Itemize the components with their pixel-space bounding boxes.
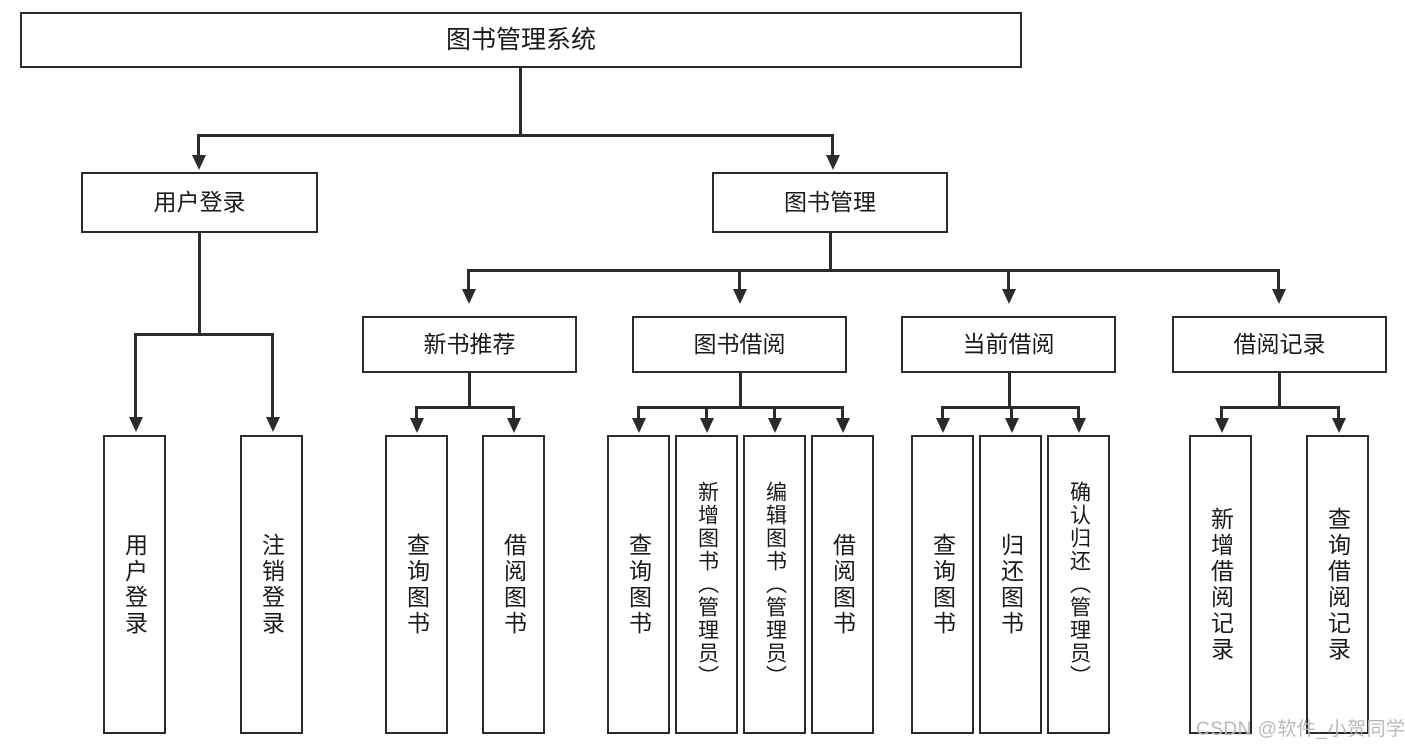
node-new-book-recommendation[interactable]: 新书推荐 <box>362 316 577 373</box>
node-label: 当前借阅 <box>962 331 1055 358</box>
node-label: 图书管理系统 <box>445 25 596 54</box>
connector-root-to-user-login <box>197 134 200 157</box>
leaf-label: 新增借阅记录 <box>1207 506 1234 663</box>
connector-borrow-record-bus <box>1220 406 1339 409</box>
leaf-book-borrow-query-books[interactable]: 查询图书 <box>607 435 670 734</box>
node-user-login[interactable]: 用户登录 <box>81 172 318 233</box>
arrowhead-br-to-leaf-1 <box>1214 418 1229 433</box>
connector-cb-to-leaf-2 <box>1010 406 1013 420</box>
connector-user-login-to-leaf-1 <box>134 333 137 419</box>
leaf-label: 注销登录 <box>258 532 285 637</box>
node-label: 新书推荐 <box>423 331 516 358</box>
connector-cb-to-leaf-1 <box>941 406 944 420</box>
arrowhead-cb-to-leaf-2 <box>1004 418 1019 433</box>
arrowhead-br-to-leaf-2 <box>1331 418 1346 433</box>
leaf-label: 新增图书（管理员） <box>695 481 719 688</box>
leaf-borrow-record-add-record[interactable]: 新增借阅记录 <box>1189 435 1252 734</box>
leaf-label: 用户登录 <box>121 532 148 637</box>
leaf-user-login-logout[interactable]: 注销登录 <box>240 435 303 734</box>
connector-bm-to-book-borrow <box>738 269 741 291</box>
leaf-book-borrow-borrow-books[interactable]: 借阅图书 <box>811 435 874 734</box>
leaf-label: 编辑图书（管理员） <box>763 481 787 688</box>
connector-user-login-to-leaf-2 <box>271 333 274 419</box>
leaf-user-login-login[interactable]: 用户登录 <box>103 435 166 734</box>
leaf-label: 借阅图书 <box>500 532 527 637</box>
leaf-label: 查询图书 <box>625 532 652 637</box>
arrowhead-bb-to-leaf-3 <box>767 418 782 433</box>
arrowhead-root-to-user-login <box>191 155 206 170</box>
arrowhead-user-login-to-leaf-1 <box>128 417 143 432</box>
leaf-current-borrow-confirm-return-admin[interactable]: 确认归还（管理员） <box>1047 435 1110 734</box>
arrowhead-bm-to-new-book <box>461 289 476 304</box>
arrowhead-bm-to-current-borrow <box>1001 289 1016 304</box>
leaf-label: 查询图书 <box>929 532 956 637</box>
connector-root-bus <box>197 134 833 137</box>
arrowhead-bb-to-leaf-1 <box>631 418 646 433</box>
leaf-label: 借阅图书 <box>829 532 856 637</box>
connector-current-borrow-stem <box>1008 373 1011 409</box>
connector-book-management-bus <box>467 269 1279 272</box>
connector-bb-to-leaf-4 <box>841 406 844 420</box>
leaf-label: 查询借阅记录 <box>1324 506 1351 663</box>
node-current-borrowing[interactable]: 当前借阅 <box>901 316 1116 373</box>
leaf-borrow-record-query-record[interactable]: 查询借阅记录 <box>1306 435 1369 734</box>
node-borrowing-record[interactable]: 借阅记录 <box>1172 316 1387 373</box>
node-label: 用户登录 <box>153 189 246 216</box>
connector-user-login-bus <box>134 333 273 336</box>
connector-new-book-bus <box>415 406 514 409</box>
arrowhead-bb-to-leaf-2 <box>699 418 714 433</box>
node-label: 图书借阅 <box>693 331 786 358</box>
connector-bb-to-leaf-1 <box>637 406 640 420</box>
leaf-current-borrow-query-books[interactable]: 查询图书 <box>911 435 974 734</box>
arrowhead-nb-to-leaf-2 <box>506 418 521 433</box>
leaf-label: 归还图书 <box>997 532 1024 637</box>
connector-br-to-leaf-2 <box>1337 406 1340 420</box>
connector-borrow-record-stem <box>1278 373 1281 409</box>
connector-book-borrow-bus <box>637 406 843 409</box>
node-label: 图书管理 <box>784 189 876 216</box>
arrowhead-bb-to-leaf-4 <box>835 418 850 433</box>
leaf-label: 确认归还（管理员） <box>1067 481 1091 688</box>
leaf-new-book-query-books[interactable]: 查询图书 <box>385 435 448 734</box>
node-label: 借阅记录 <box>1233 331 1326 358</box>
connector-new-book-stem <box>468 373 471 409</box>
connector-bb-to-leaf-3 <box>773 406 776 420</box>
leaf-book-borrow-add-book-admin[interactable]: 新增图书（管理员） <box>675 435 738 734</box>
connector-br-to-leaf-1 <box>1220 406 1223 420</box>
connector-cb-to-leaf-3 <box>1077 406 1080 420</box>
node-book-borrowing[interactable]: 图书借阅 <box>632 316 847 373</box>
connector-book-borrow-stem <box>739 373 742 409</box>
connector-bm-to-new-book <box>467 269 470 291</box>
connector-bm-to-current-borrow <box>1007 269 1010 291</box>
connector-book-management-stem <box>829 233 832 271</box>
arrowhead-user-login-to-leaf-2 <box>265 417 280 432</box>
node-root-book-management-system[interactable]: 图书管理系统 <box>20 12 1022 68</box>
arrowhead-bm-to-borrow-record <box>1271 289 1286 304</box>
arrowhead-bm-to-book-borrow <box>732 289 747 304</box>
connector-user-login-stem <box>198 233 201 335</box>
leaf-book-borrow-edit-book-admin[interactable]: 编辑图书（管理员） <box>743 435 806 734</box>
leaf-label: 查询图书 <box>403 532 430 637</box>
connector-root-stem <box>519 68 522 136</box>
leaf-new-book-borrow-books[interactable]: 借阅图书 <box>482 435 545 734</box>
arrowhead-cb-to-leaf-3 <box>1071 418 1086 433</box>
arrowhead-cb-to-leaf-1 <box>935 418 950 433</box>
connector-nb-to-leaf-1 <box>415 406 418 420</box>
connector-bb-to-leaf-2 <box>705 406 708 420</box>
arrowhead-root-to-book-management <box>825 155 840 170</box>
node-book-management[interactable]: 图书管理 <box>712 172 948 233</box>
connector-nb-to-leaf-2 <box>512 406 515 420</box>
leaf-current-borrow-return-books[interactable]: 归还图书 <box>979 435 1042 734</box>
connector-root-to-book-management <box>831 134 834 157</box>
arrowhead-nb-to-leaf-1 <box>409 418 424 433</box>
connector-bm-to-borrow-record <box>1277 269 1280 291</box>
